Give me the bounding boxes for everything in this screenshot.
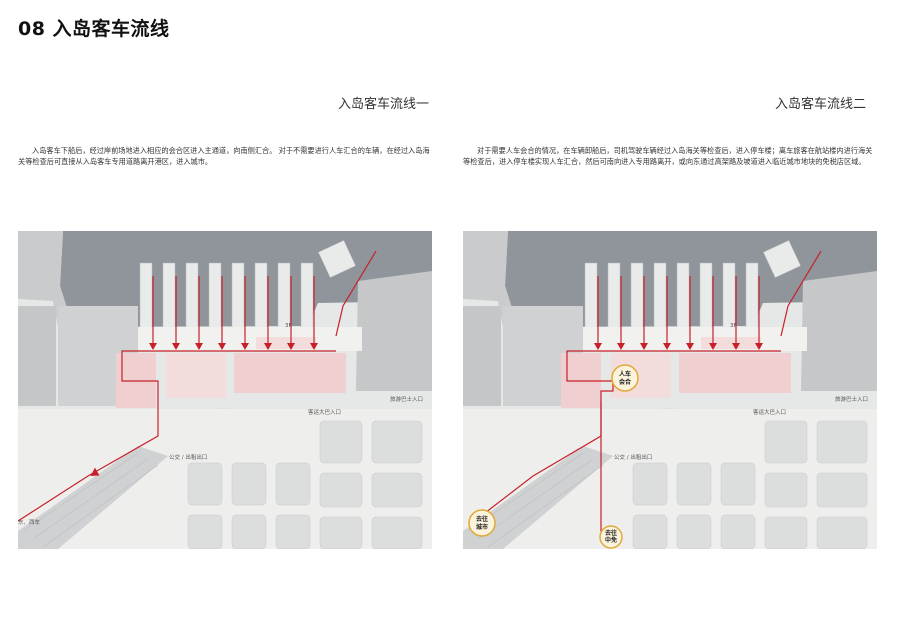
- gate-south-label: 公交 / 出租出口: [614, 453, 652, 461]
- badge-city: 去往 城市: [468, 509, 496, 537]
- flow-title-2: 入岛客车流线二: [775, 97, 867, 112]
- exit-note: 东、西车: [18, 518, 41, 526]
- gate-south-label: 公交 / 出租出口: [169, 453, 207, 461]
- berth-label: 3F: [285, 323, 292, 329]
- svg-text:中免: 中免: [605, 536, 617, 544]
- svg-text:城市: 城市: [476, 523, 488, 531]
- svg-text:去往: 去往: [476, 515, 488, 523]
- page-title: 08 入岛客车流线: [18, 18, 170, 40]
- gate-far-east-label: 旅游巴士入口: [390, 395, 423, 403]
- svg-text:会合: 会合: [619, 378, 632, 386]
- svg-text:去往: 去往: [605, 529, 617, 537]
- badge-meet: 人车 会合: [611, 364, 639, 392]
- route-map-1: 公交 / 出租出口 客运大巴入口 旅游巴士入口 3F 东、西车: [18, 231, 432, 549]
- description-2: 对于需要人车会合的情况，在车辆卸船后，司机驾驶车辆经过入岛海关等检查后，进入停车…: [463, 146, 873, 166]
- route-map-2: 公交 / 出租出口 客运大巴入口 旅游巴士入口 3F 人车 会合 去往 城市 去…: [463, 231, 877, 549]
- description-1: 入岛客车下船后，经过岸前场地进入相应的会合区进入主通道，向南侧汇合。 对于不需要…: [18, 146, 430, 166]
- gate-east-label: 客运大巴入口: [753, 408, 786, 416]
- gate-far-east-label: 旅游巴士入口: [835, 395, 868, 403]
- circle-badge-icon: [599, 525, 623, 549]
- berth-label: 3F: [730, 323, 737, 329]
- badge-duty-free: 去往 中免: [599, 525, 623, 549]
- route-arrow-icon: [594, 343, 763, 350]
- gate-east-label: 客运大巴入口: [308, 408, 341, 416]
- circle-badge-icon: [468, 509, 496, 537]
- route-arrow-icon: [90, 343, 318, 477]
- circle-badge-icon: [611, 364, 639, 392]
- svg-text:人车: 人车: [619, 370, 631, 378]
- flow-title-1: 入岛客车流线一: [338, 97, 430, 112]
